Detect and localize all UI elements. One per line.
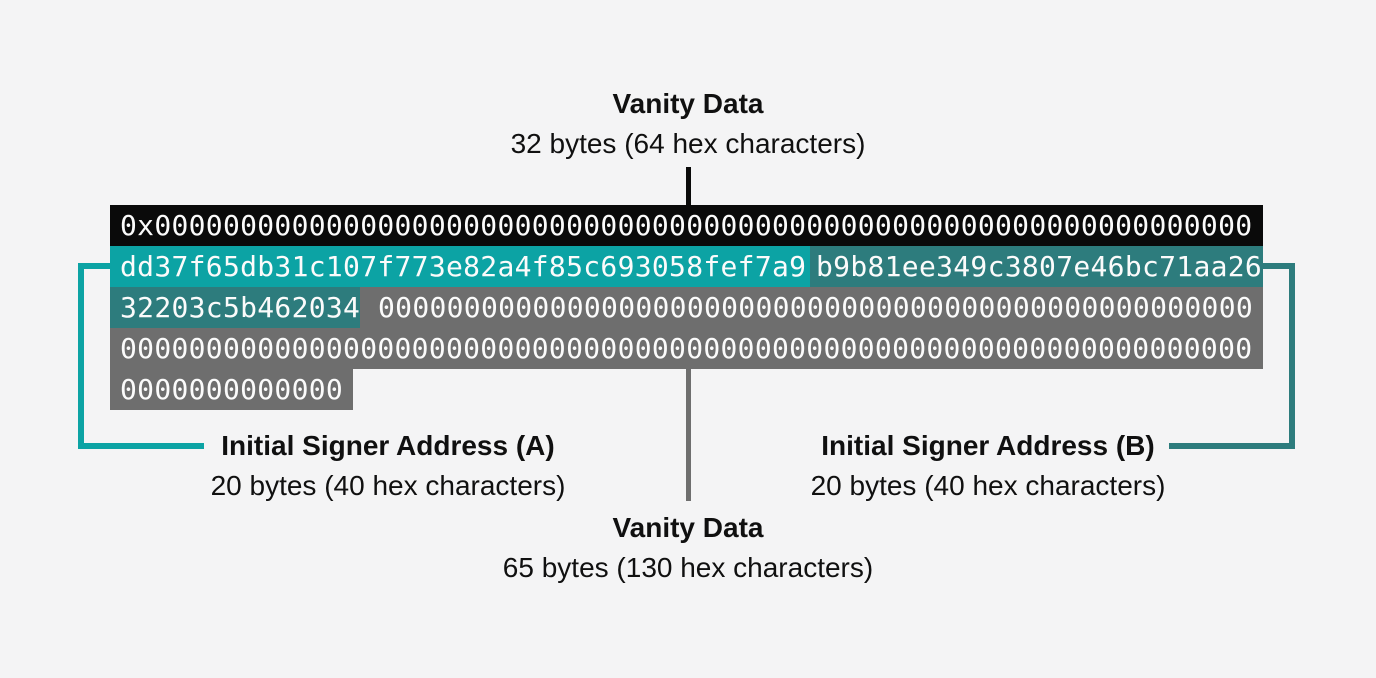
signer-a-bracket-tick [78, 263, 110, 269]
prefix-vanity-segment: 0x00000000000000000000000000000000000000… [110, 205, 1263, 246]
top-connector-line [686, 167, 691, 205]
signer-b-segment-part1: b9b81ee349c3807e46bc71aa26 [810, 246, 1263, 287]
vanity-zeros-segment-row5: 0000000000000 [110, 369, 354, 410]
hex-row-5: 0000000000000 [110, 369, 1263, 410]
signer-b-bracket-tick [1263, 263, 1295, 269]
signer-a-bracket-vertical [78, 263, 84, 449]
bottom-vanity-callout: Vanity Data 65 bytes (130 hex characters… [503, 508, 873, 588]
vanity-zeros-segment-row3: 0000000000000000000000000000000000000000… [360, 287, 1263, 328]
top-vanity-title: Vanity Data [612, 88, 764, 119]
top-vanity-subtitle: 32 bytes (64 hex characters) [510, 128, 866, 159]
signer-b-callout: Initial Signer Address (B) 20 bytes (40 … [811, 426, 1166, 506]
hex-row-3: 32203c5b462034 0000000000000000000000000… [110, 287, 1263, 328]
vanity-zeros-segment-row4: 0000000000000000000000000000000000000000… [110, 328, 1263, 369]
hex-row-2: dd37f65db31c107f773e82a4f85c693058fef7a9… [110, 246, 1263, 287]
bottom-connector-line [686, 369, 691, 501]
signer-b-segment-part2: 32203c5b462034 [110, 287, 360, 328]
signer-b-bracket-vertical [1289, 263, 1295, 449]
top-vanity-callout: Vanity Data 32 bytes (64 hex characters) [511, 84, 866, 164]
signer-a-subtitle: 20 bytes (40 hex characters) [210, 470, 566, 501]
signer-a-segment: dd37f65db31c107f773e82a4f85c693058fef7a9 [110, 246, 810, 287]
bottom-vanity-title: Vanity Data [612, 512, 764, 543]
hex-bar-stack: 0x00000000000000000000000000000000000000… [110, 205, 1263, 410]
hex-row-1: 0x00000000000000000000000000000000000000… [110, 205, 1263, 246]
signer-a-title: Initial Signer Address (A) [221, 430, 555, 461]
signer-b-title: Initial Signer Address (B) [821, 430, 1155, 461]
hex-row-4: 0000000000000000000000000000000000000000… [110, 328, 1263, 369]
signer-b-bracket-bottom [1169, 443, 1295, 449]
signer-a-bracket-bottom [78, 443, 204, 449]
bottom-vanity-subtitle: 65 bytes (130 hex characters) [502, 552, 874, 583]
signer-b-subtitle: 20 bytes (40 hex characters) [810, 470, 1166, 501]
signer-a-callout: Initial Signer Address (A) 20 bytes (40 … [211, 426, 566, 506]
